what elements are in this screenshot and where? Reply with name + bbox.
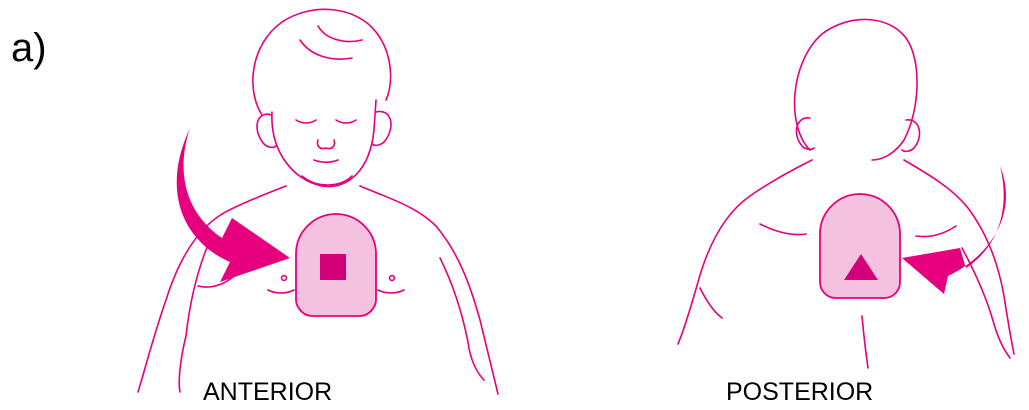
posterior-baby: [678, 19, 1014, 368]
curved-arrow-icon: [902, 166, 1006, 294]
anterior-nose: [317, 140, 334, 149]
posterior-left-arm: [700, 288, 722, 318]
anterior-left-nipple: [282, 276, 287, 281]
anterior-right-arm: [440, 258, 484, 380]
anterior-arrow: [177, 128, 290, 282]
anterior-left-arm: [179, 240, 210, 392]
anterior-baby: [138, 9, 498, 394]
posterior-arrow: [902, 166, 1006, 294]
posterior-pad-shape: [820, 194, 900, 298]
panel-label: a): [11, 24, 47, 72]
anterior-eyes: [296, 120, 356, 123]
posterior-head-outline: [795, 19, 917, 160]
square-icon: [320, 254, 346, 280]
anterior-hair: [300, 26, 362, 59]
posterior-pad: [820, 194, 900, 298]
anterior-mouth: [314, 160, 338, 162]
curved-arrow-icon: [177, 128, 290, 282]
anterior-caption: ANTERIOR: [203, 377, 332, 407]
posterior-caption: POSTERIOR: [726, 377, 873, 407]
posterior-spine: [862, 316, 868, 368]
anterior-head-outline: [253, 9, 391, 115]
anterior-pad: [296, 214, 376, 316]
anterior-right-nipple: [390, 276, 395, 281]
anterior-face: [272, 100, 376, 187]
